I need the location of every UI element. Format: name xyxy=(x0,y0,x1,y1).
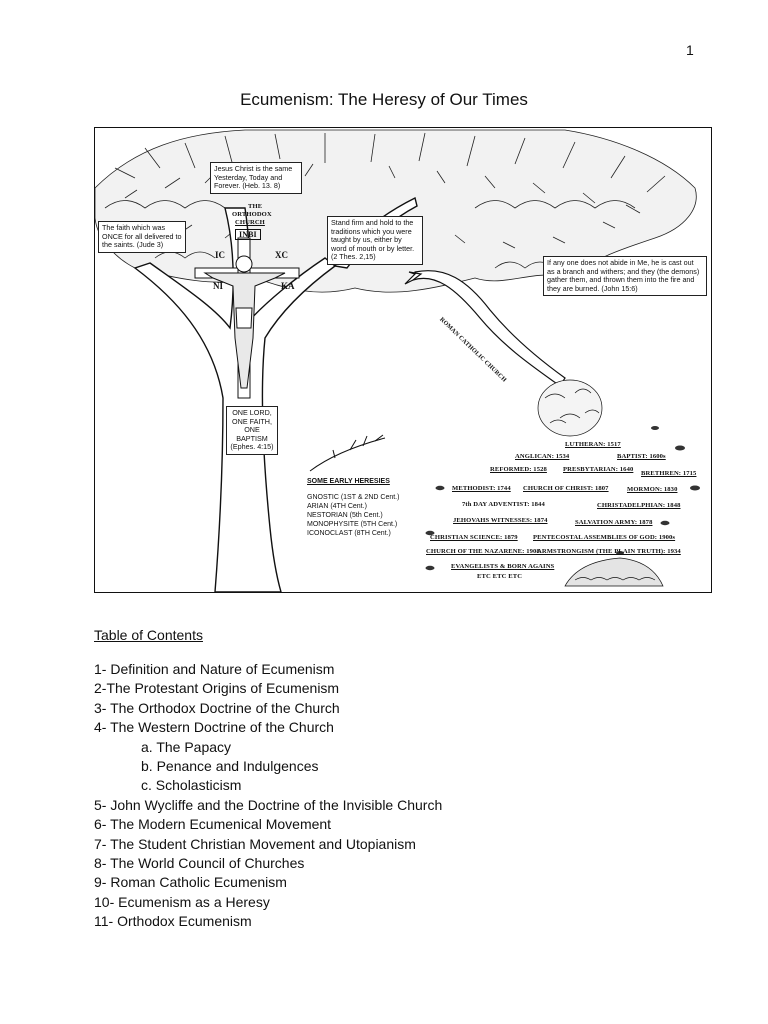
toc-item: 5- John Wycliffe and the Doctrine of the… xyxy=(94,796,443,813)
heresies-list: GNOSTIC (1ST & 2ND Cent.) ARIAN (4TH Cen… xyxy=(307,493,399,538)
toc-item: 11- Orthodox Ecumenism xyxy=(94,913,252,930)
orthodox-label-3: CHURCH xyxy=(235,219,265,226)
denomination-label: SALVATION ARMY: 1878 xyxy=(575,519,653,526)
toc-item: 6- The Modern Ecumenical Movement xyxy=(94,816,332,833)
leaf-cluster xyxy=(537,379,603,437)
tree-illustration: Jesus Christ is the same Yesterday, Toda… xyxy=(94,127,712,593)
denomination-label: PENTECOSTAL ASSEMBLIES OF GOD: 1900s xyxy=(533,534,676,541)
greek-xc: XC xyxy=(275,250,288,260)
toc-subitem: b. Penance and Indulgences xyxy=(141,757,319,774)
heresy-item: MONOPHYSITE (5TH Cent.) xyxy=(307,521,398,528)
heresy-twig xyxy=(309,434,386,472)
toc-item: 9- Roman Catholic Ecumenism xyxy=(94,874,287,891)
crucifix xyxy=(194,237,300,399)
quote-hebrews: Jesus Christ is the same Yesterday, Toda… xyxy=(210,162,302,194)
toc-item: 10- Ecumenism as a Heresy xyxy=(94,893,270,910)
table-of-contents: 1- Definition and Nature of Ecumenism 2-… xyxy=(94,660,442,931)
quote-john: If any one does not abide in Me, he is c… xyxy=(543,256,707,297)
heresy-item: ARIAN (4TH Cent.) xyxy=(307,503,367,510)
denomination-label: BAPTIST: 1600s xyxy=(617,453,666,460)
quote-thessalonians: Stand firm and hold to the traditions wh… xyxy=(327,216,423,265)
heresy-item: ICONOCLAST (8TH Cent.) xyxy=(307,530,391,537)
toc-item: 3- The Orthodox Doctrine of the Church xyxy=(94,699,340,716)
heresies-title: SOME EARLY HERESIES xyxy=(307,478,390,485)
toc-item: 2-The Protestant Origins of Ecumenism xyxy=(94,680,340,697)
denomination-label: JEHOVAHS WITNESSES: 1874 xyxy=(453,517,548,524)
denomination-label: ARMSTRONGISM (THE PLAIN TRUTH): 1934 xyxy=(537,548,681,555)
denomination-label: CHRISTADELPHIAN: 1848 xyxy=(597,502,681,509)
quote-jude: The faith which was ONCE for all deliver… xyxy=(98,221,186,253)
toc-heading: Table of Contents xyxy=(94,627,203,643)
page-number: 1 xyxy=(686,42,694,58)
denomination-label: ETC ETC ETC xyxy=(477,573,523,580)
toc-item: 7- The Student Christian Movement and Ut… xyxy=(94,835,416,852)
denomination-label: CHURCH OF CHRIST: 1807 xyxy=(523,485,609,492)
quote-ephesians: ONE LORD, ONE FAITH, ONE BAPTISM (Ephes.… xyxy=(226,406,278,455)
denomination-label: CHRISTIAN SCIENCE: 1879 xyxy=(430,534,518,541)
denomination-label: ANGLICAN: 1534 xyxy=(515,453,570,460)
denomination-label: MORMON: 1830 xyxy=(627,486,678,493)
denomination-label: EVANGELISTS & BORN AGAINS xyxy=(451,563,555,570)
greek-ni: NI xyxy=(213,281,224,291)
toc-subitem: c. Scholasticism xyxy=(141,777,242,794)
denomination-label: REFORMED: 1528 xyxy=(490,466,547,473)
heresy-item: NESTORIAN (5th Cent.) xyxy=(307,512,383,519)
denomination-label: BRETHREN: 1715 xyxy=(641,470,697,477)
toc-item: 8- The World Council of Churches xyxy=(94,854,305,871)
greek-ka: KA xyxy=(281,281,295,291)
greek-ic: IC xyxy=(215,250,226,260)
toc-item: 4- The Western Doctrine of the Church xyxy=(94,719,334,736)
denomination-label: METHODIST: 1744 xyxy=(452,485,511,492)
inri-plaque: INBI xyxy=(235,229,261,240)
orthodox-label-2: ORTHODOX xyxy=(232,211,272,218)
toc-item: 1- Definition and Nature of Ecumenism xyxy=(94,661,335,677)
document-title: Ecumenism: The Heresy of Our Times xyxy=(240,90,528,109)
falling-leaves xyxy=(425,426,700,571)
denomination-label: PRESBYTARIAN: 1640 xyxy=(563,466,634,473)
leaf-pile xyxy=(564,557,664,587)
denomination-label: LUTHERAN: 1517 xyxy=(565,441,621,448)
toc-subitem: a. The Papacy xyxy=(141,738,232,755)
denomination-label: 7th DAY ADVENTIST: 1844 xyxy=(462,501,545,508)
orthodox-label-1: THE xyxy=(248,203,263,210)
roman-catholic-branch xyxy=(404,270,566,387)
denomination-label: CHURCH OF THE NAZARENE: 1908 xyxy=(426,548,540,555)
heresy-item: GNOSTIC (1ST & 2ND Cent.) xyxy=(307,494,400,501)
